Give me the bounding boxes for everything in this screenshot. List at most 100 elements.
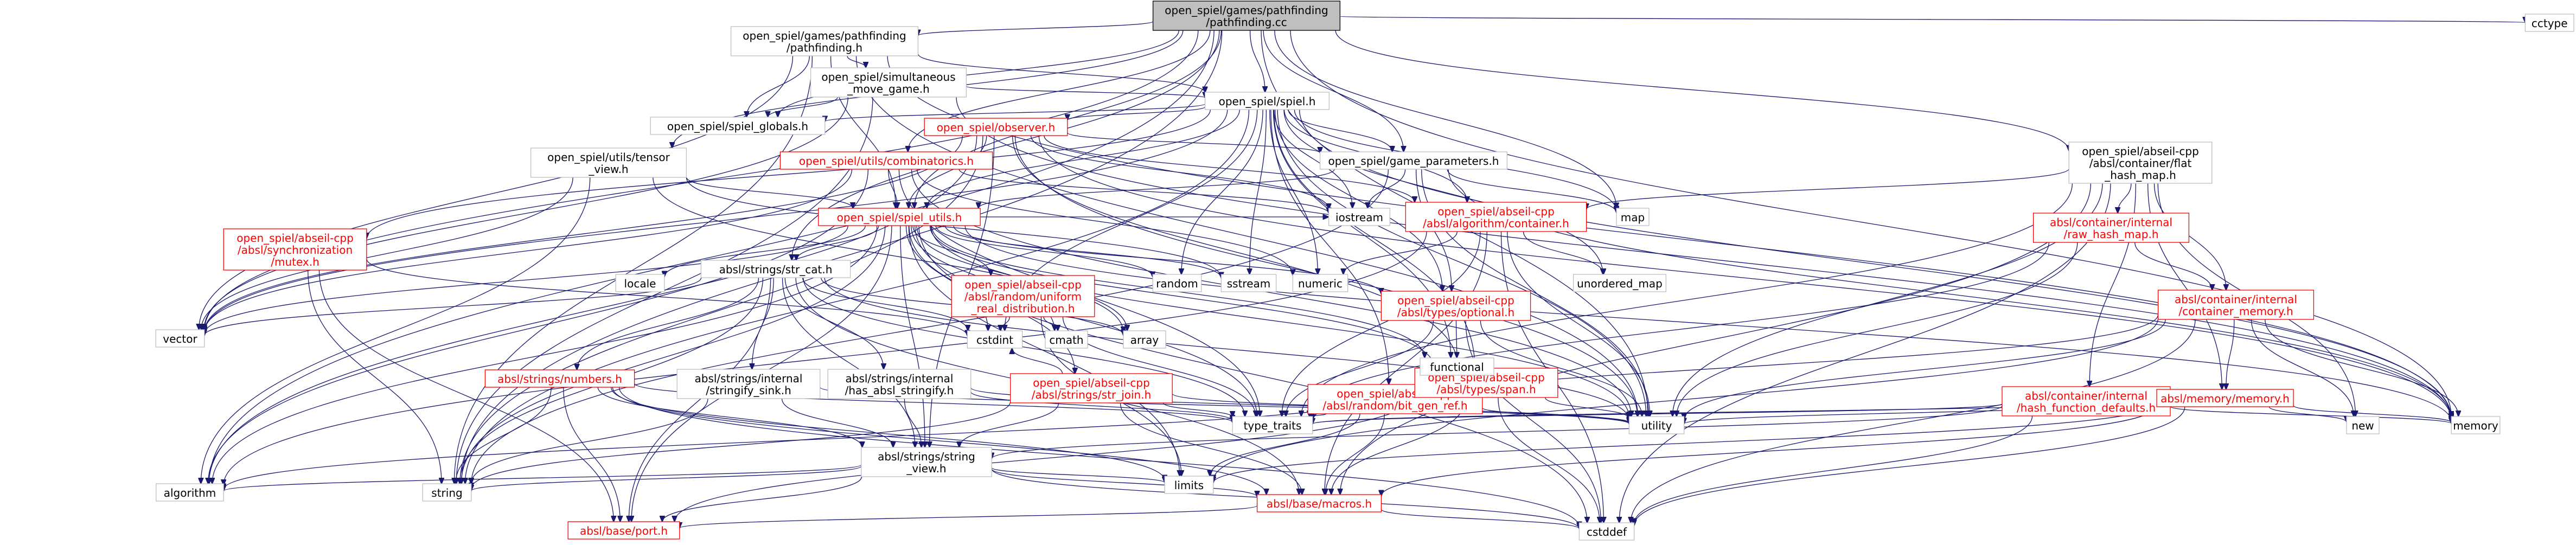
node-box[interactable] (156, 483, 224, 502)
node-box[interactable] (155, 329, 205, 348)
node-box[interactable] (2156, 389, 2294, 407)
node-flat_hash_map[interactable]: open_spiel/abseil-cpp/absl/container/fla… (2068, 142, 2213, 184)
node-array[interactable]: array (1123, 330, 1166, 349)
node-box[interactable] (818, 208, 981, 226)
node-has_stringify[interactable]: absl/strings/internal/has_absl_stringify… (827, 369, 971, 399)
node-game_params[interactable]: open_spiel/game_parameters.h (1319, 151, 1508, 170)
node-root[interactable]: open_spiel/games/pathfinding/pathfinding… (1152, 1, 1341, 31)
node-box[interactable] (700, 260, 851, 278)
node-numeric[interactable]: numeric (1292, 274, 1348, 292)
node-box[interactable] (1152, 274, 1202, 292)
node-stringify_sink[interactable]: absl/strings/internal/stringify_sink.h (676, 369, 821, 399)
node-tensor_view[interactable]: open_spiel/utils/tensor_view.h (530, 148, 687, 178)
node-box[interactable] (484, 369, 635, 388)
node-box[interactable] (2451, 416, 2501, 434)
node-box[interactable] (2068, 142, 2213, 184)
node-spiel_utils[interactable]: open_spiel/spiel_utils.h (818, 208, 981, 226)
node-str_join[interactable]: open_spiel/abseil-cpp/absl/strings/str_j… (1010, 373, 1173, 403)
node-iostream[interactable]: iostream (1328, 208, 1391, 226)
node-box[interactable] (810, 67, 967, 98)
node-box[interactable] (967, 330, 1023, 349)
node-combinatorics[interactable]: open_spiel/utils/combinatorics.h (779, 151, 993, 170)
node-box[interactable] (567, 521, 680, 540)
node-cstdint[interactable]: cstdint (967, 330, 1023, 349)
node-box[interactable] (2032, 213, 2190, 243)
node-macros[interactable]: absl/base/macros.h (1256, 494, 1382, 512)
node-container_memory[interactable]: absl/container/internal/container_memory… (2157, 290, 2315, 320)
node-box[interactable] (1328, 208, 1391, 226)
node-box[interactable] (1010, 373, 1173, 403)
node-mutex[interactable]: open_spiel/abseil-cpp/absl/synchronizati… (223, 228, 367, 271)
node-box[interactable] (2524, 14, 2574, 32)
node-box[interactable] (1573, 274, 1667, 292)
node-random[interactable]: random (1152, 274, 1202, 292)
node-cctype[interactable]: cctype (2524, 14, 2574, 32)
node-pf_h[interactable]: open_spiel/games/pathfinding/pathfinding… (730, 26, 919, 56)
node-limits[interactable]: limits (1164, 476, 1214, 494)
node-str_cat[interactable]: absl/strings/str_cat.h (700, 260, 851, 278)
node-string_view[interactable]: absl/strings/string_view.h (861, 447, 992, 477)
node-map[interactable]: map (1616, 208, 1650, 226)
node-port[interactable]: absl/base/port.h (567, 521, 680, 540)
node-uniform_real[interactable]: open_spiel/abseil-cpp/absl/random/unifor… (951, 275, 1095, 317)
node-cstddef[interactable]: cstddef (1578, 522, 1635, 541)
node-simgame[interactable]: open_spiel/simultaneous_move_game.h (810, 67, 967, 98)
node-box[interactable] (779, 151, 993, 170)
node-box[interactable] (1232, 416, 1313, 434)
node-box[interactable] (1380, 291, 1531, 321)
node-box[interactable] (1292, 274, 1348, 292)
node-box[interactable] (1256, 494, 1382, 512)
edge-game_params-to-iostream (1367, 169, 1406, 208)
edge-memory_memory-to-cstddef (1634, 406, 2185, 525)
node-optional_h[interactable]: open_spiel/abseil-cpp/absl/types/optiona… (1380, 291, 1531, 321)
node-box[interactable] (615, 274, 665, 292)
node-box[interactable] (1628, 416, 1685, 434)
node-observer[interactable]: open_spiel/observer.h (924, 118, 1068, 136)
edge-mutex-to-string (308, 270, 442, 484)
node-box[interactable] (861, 447, 992, 477)
node-box[interactable] (650, 117, 826, 135)
node-box[interactable] (530, 148, 687, 178)
node-locale[interactable]: locale (615, 274, 665, 292)
node-type_traits[interactable]: type_traits (1232, 416, 1313, 434)
node-memory_memory[interactable]: absl/memory/memory.h (2156, 389, 2294, 407)
node-vector[interactable]: vector (155, 329, 205, 348)
node-box[interactable] (924, 118, 1068, 136)
node-numbers[interactable]: absl/strings/numbers.h (484, 369, 635, 388)
node-box[interactable] (730, 26, 919, 56)
node-spiel_h[interactable]: open_spiel/spiel.h (1204, 92, 1330, 110)
node-memory[interactable]: memory (2451, 416, 2501, 434)
node-box[interactable] (1616, 208, 1650, 226)
node-functional[interactable]: functional (1420, 357, 1494, 376)
node-box[interactable] (1164, 476, 1214, 494)
node-box[interactable] (2346, 416, 2380, 434)
node-box[interactable] (1319, 151, 1508, 170)
node-cmath[interactable]: cmath (1045, 330, 1088, 349)
node-box[interactable] (1420, 357, 1494, 376)
node-hash_defaults[interactable]: absl/container/internal/hash_function_de… (2002, 386, 2171, 416)
node-algorithm[interactable]: algorithm (156, 483, 224, 502)
node-box[interactable] (1152, 1, 1341, 31)
node-box[interactable] (1220, 274, 1277, 292)
node-box[interactable] (1045, 330, 1088, 349)
node-box[interactable] (2157, 290, 2315, 320)
node-box[interactable] (2002, 386, 2171, 416)
node-utility[interactable]: utility (1628, 416, 1685, 434)
node-string[interactable]: string (422, 483, 472, 502)
node-sstream[interactable]: sstream (1220, 274, 1277, 292)
node-box[interactable] (422, 483, 472, 502)
node-box[interactable] (827, 369, 971, 399)
node-box[interactable] (1405, 202, 1587, 232)
node-label: open_spiel/games/pathfinding (1165, 4, 1328, 17)
node-box[interactable] (1204, 92, 1330, 110)
node-box[interactable] (223, 228, 367, 271)
node-raw_hash_map[interactable]: absl/container/internal/raw_hash_map.h (2032, 213, 2190, 243)
node-new[interactable]: new (2346, 416, 2380, 434)
node-box[interactable] (1578, 522, 1635, 541)
node-unordered_map[interactable]: unordered_map (1573, 274, 1667, 292)
node-box[interactable] (1123, 330, 1166, 349)
node-box[interactable] (676, 369, 821, 399)
node-box[interactable] (951, 275, 1095, 317)
node-spiel_globals[interactable]: open_spiel/spiel_globals.h (650, 117, 826, 135)
node-container_h[interactable]: open_spiel/abseil-cpp/absl/algorithm/con… (1405, 202, 1587, 232)
